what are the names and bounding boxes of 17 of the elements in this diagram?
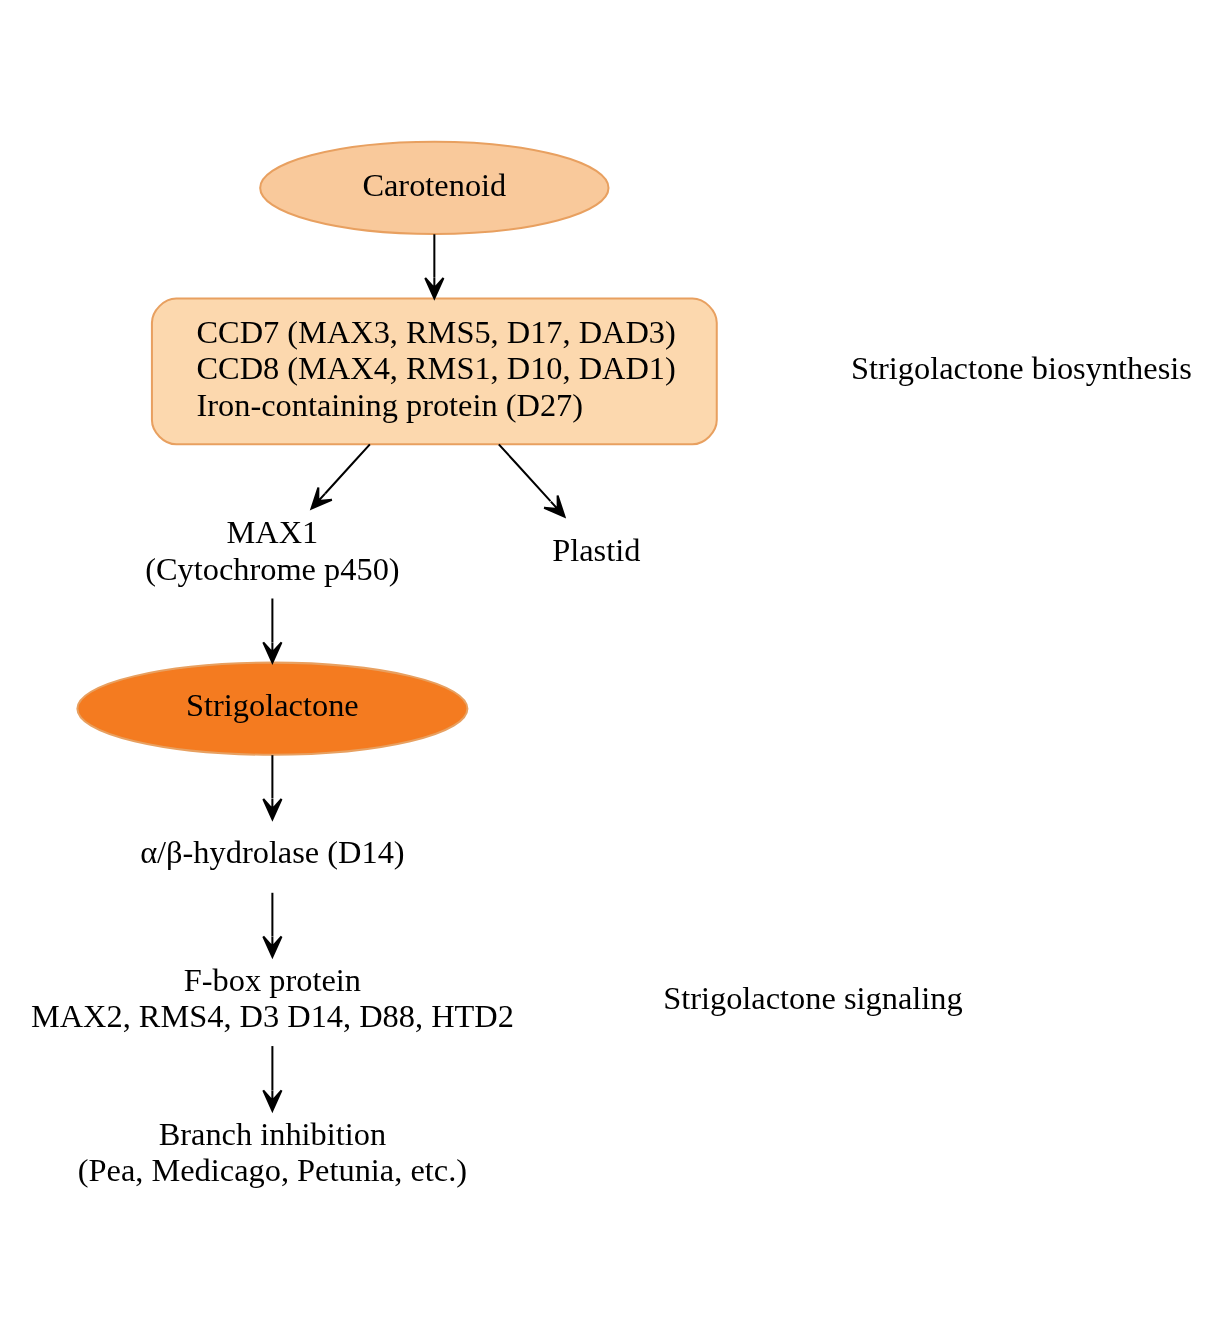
arrow [310, 443, 371, 510]
arrow [262, 598, 283, 664]
arrow [498, 443, 566, 518]
arrow [424, 234, 445, 300]
node-text: Branch inhibition (Pea, Medicago, Petunia, etc.) [77, 1115, 468, 1189]
arrow [262, 755, 283, 821]
node-text: F-box protein MAX2, RMS4, D3 D14, D88, HTD2 [30, 961, 514, 1035]
label: Strigolactone signaling [663, 980, 963, 1017]
arrow [262, 892, 283, 958]
node-text: Plastid [552, 532, 641, 569]
node-ellipse: Strigolactone [76, 661, 469, 756]
node-text: α/β-hydrolase (D14) [140, 834, 405, 871]
node-box: CCD7 (MAX3, RMS5, D17, DAD3) CCD8 (MAX4, RMS1, D10, DAD1) Iron-containing protein (D27) [150, 297, 718, 446]
node-text: MAX1 (Cytochrome p450) [145, 514, 400, 587]
arrow [262, 1046, 283, 1112]
label: Strigolactone biosynthesis [851, 350, 1192, 387]
node-ellipse: Carotenoid [259, 140, 610, 235]
